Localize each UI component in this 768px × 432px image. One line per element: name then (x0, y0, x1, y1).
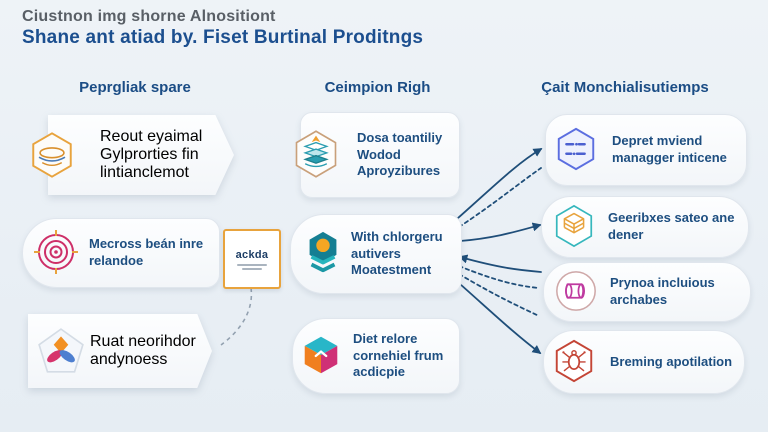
pinwheel-pentagon-icon (38, 328, 84, 373)
card-col2-1-label: Dosa toantiliy Wodod Aproyzibures (357, 130, 443, 179)
layers-hexagon-icon (32, 132, 72, 178)
column-header-3: Çait Monchialisutiemps (541, 79, 709, 96)
connector-box-label: ackda (235, 248, 269, 261)
box-stack-hexagon-icon (555, 204, 593, 248)
sun-layers-icon (309, 231, 337, 273)
connector-box: ackda (223, 229, 281, 289)
target-icon (34, 230, 78, 274)
card-col1-1: Reout eyaimal Gylprorties fin lintiancle… (48, 115, 234, 195)
connector-box-subline (242, 267, 262, 270)
card-col1-2-label: Mecross beán inre relandoe (89, 236, 204, 268)
card-col3-4-label: Breming apotilation (610, 353, 733, 369)
card-col3-1-label: Depret mviend managger inticene (612, 133, 727, 165)
card-col2-2-label: With chlorgeru autivers Moatestment (351, 229, 443, 278)
card-col1-3-label: Ruat neorihdor andynoess (90, 333, 196, 368)
card-col1-1-label: Reout eyaimal Gylprorties fin lintiancle… (100, 128, 203, 181)
stack-flame-hexagon-icon (295, 130, 337, 178)
box-to-card-dashed-link (220, 287, 253, 346)
card-col3-2-label: Geeribxes sateo ane dener (608, 210, 735, 242)
column-header-2: Ceimpion Righ (324, 79, 431, 96)
card-col3-3-label: Prynoa incluious archabes (610, 275, 715, 307)
page-subtitle: Ciustnon img shorne Alnositiont (22, 8, 276, 25)
page-title: Shane ant atiad by. Fiset Burtinal Prodi… (22, 27, 424, 48)
bug-hexagon-icon (555, 339, 593, 383)
card-col2-3-label: Diet relore cornehiel frum acdicpie (353, 331, 444, 380)
tricolor-hexagon-arrow-icon (304, 336, 338, 374)
cube-circle-icon (556, 271, 596, 311)
column-header-1: Peprgliak spare (79, 79, 191, 96)
card-col3-4: Breming apotilation (543, 330, 745, 394)
connector-box-subline (237, 263, 267, 266)
sliders-hexagon-icon (557, 127, 595, 171)
card-col2-3: Diet relore cornehiel frum acdicpie (292, 318, 460, 394)
